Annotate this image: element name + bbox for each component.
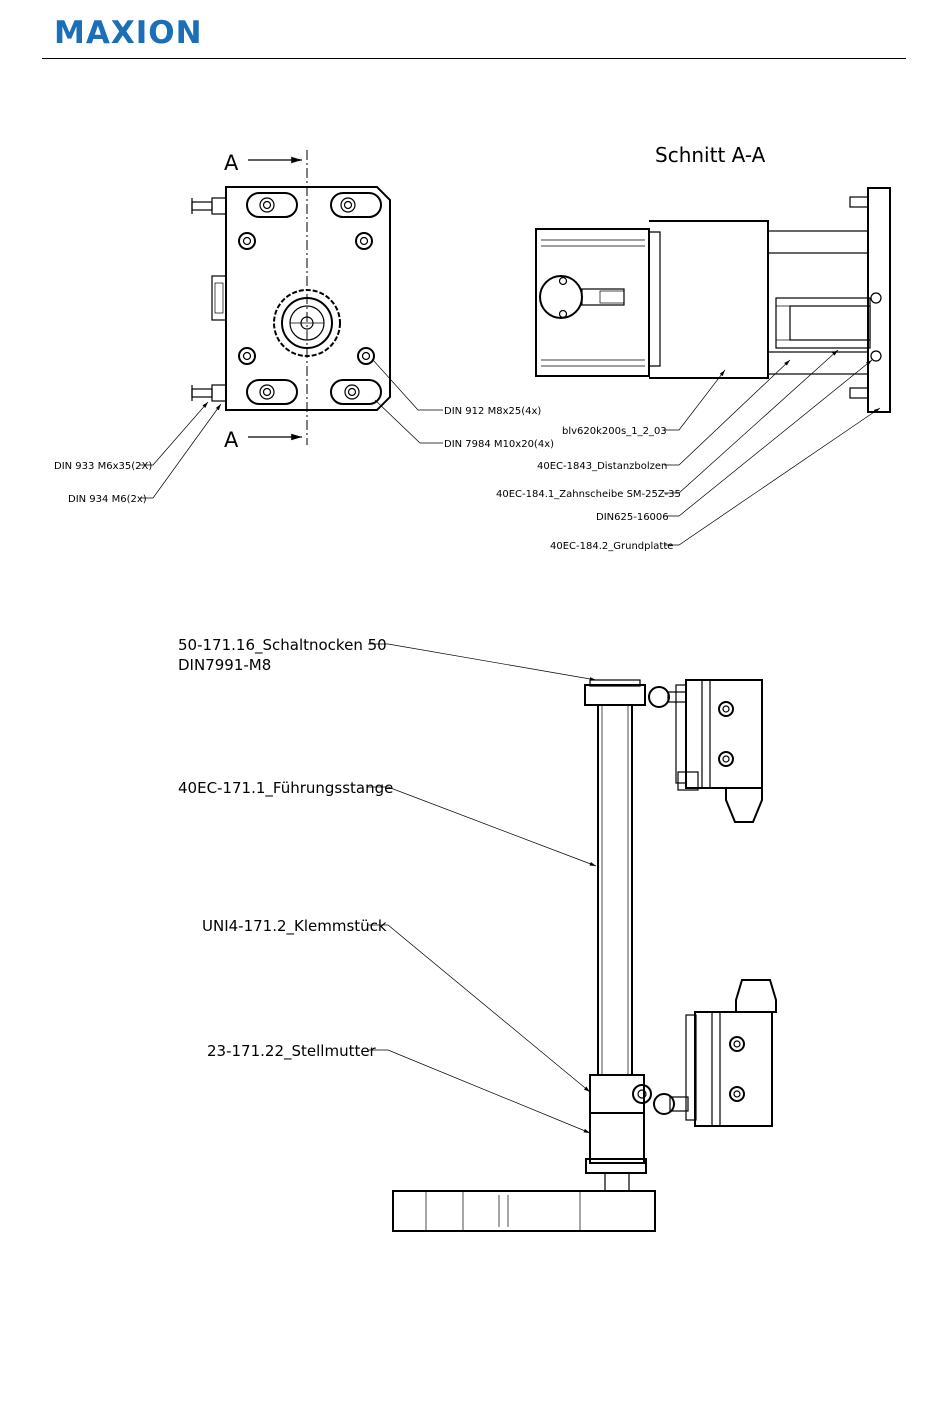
guide-rod-assembly [392,679,777,1232]
callout-adjusting-nut: 23-171.22_Stellmutter [207,1042,377,1061]
callout-base-plate: 40EC-184.2_Grundplatte [550,541,673,552]
section-title: Schnitt A-A [655,143,766,167]
callout-bearing: DIN625-16006 [596,512,669,523]
callout-gear-disc: 40EC-184.1_Zahnscheibe SM-25Z-35 [496,489,681,500]
m6-screw-bottom [191,384,227,402]
switch-cam [584,684,646,706]
m8-screw-heads [238,232,375,365]
callout-din934: DIN 934 M6(2x) [68,494,147,505]
base-table [392,1190,656,1232]
gearbox [649,220,769,379]
callout-din912: DIN 912 M8x25(4x) [444,406,541,417]
callout-din7984: DIN 7984 M10x20(4x) [444,439,554,450]
callout-distance-bolt: 40EC-1843_Distanzbolzen [537,461,667,472]
section-callouts: blv620k200s_1_2_03 40EC-1843_Distanzbolz… [496,349,881,552]
adjusting-nut [589,1112,645,1164]
section-marker-bottom: A [224,428,239,452]
callout-din933: DIN 933 M6x35(2X) [54,461,152,472]
clamp-piece [589,1074,645,1114]
front-view: A A [191,150,391,452]
gear-disc [273,289,341,357]
distance-bolt-upper [767,230,869,254]
m6-screw-top [191,197,227,215]
callout-din7991: DIN7991-M8 [178,656,271,674]
callout-guide-rod: 40EC-171.1_Führungsstange [178,779,393,798]
callout-motor: blv620k200s_1_2_03 [562,426,667,437]
section-view [535,187,891,413]
distance-bolt-lower [767,351,869,375]
side-block [211,275,227,321]
section-marker-top: A [224,151,239,175]
lower-sensor [653,979,777,1127]
upper-sensor [648,679,763,823]
maxion-logo: MAXION [54,15,203,51]
callout-switch-cam: 50-171.16_Schaltnocken 50 [178,636,387,655]
base-plate [225,186,391,411]
guide-rod [597,704,633,1076]
front-view-callouts: DIN 912 M8x25(4x) DIN 7984 M10x20(4x) DI… [54,359,554,505]
callout-clamp-piece: UNI4-171.2_Klemmstück [202,917,387,936]
guide-rod-callouts: 50-171.16_Schaltnocken 50 DIN7991-M8 40E… [178,636,597,1134]
motor-body [535,228,650,377]
header-rule [42,58,906,59]
slot-holes [246,192,382,405]
